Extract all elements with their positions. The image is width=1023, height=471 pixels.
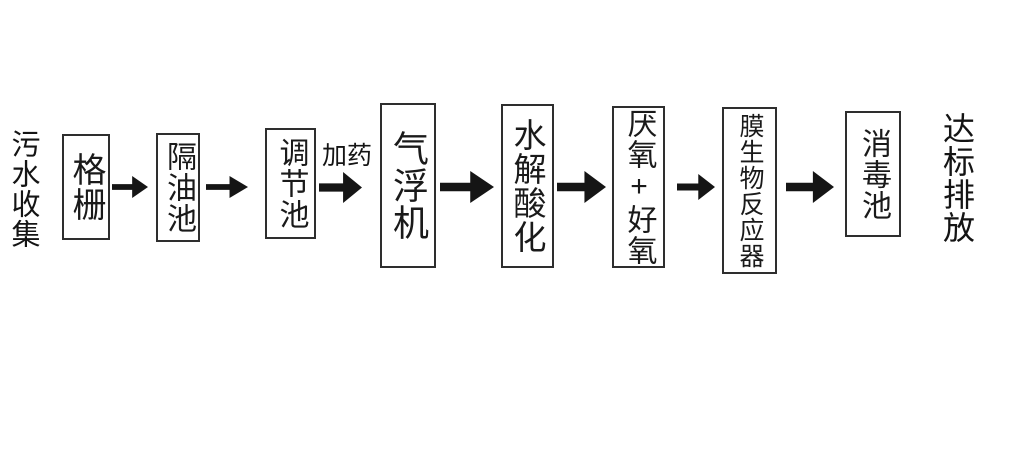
dosing-annotation-label: 加药 bbox=[322, 142, 373, 170]
arrow-right-icon bbox=[112, 176, 148, 198]
stage-label: 膜生物反应器 bbox=[736, 112, 764, 269]
stage-label: 气浮机 bbox=[388, 130, 429, 241]
air-flotation-machine-box: 气浮机 bbox=[380, 103, 436, 268]
anaerobic-aerobic-box: 厌氧+好氧 bbox=[612, 106, 665, 268]
stage-label: 隔油池 bbox=[162, 141, 195, 234]
screen-grid-box: 格栅 bbox=[62, 134, 110, 240]
stage-label: 水解酸化 bbox=[509, 118, 546, 254]
stage-label: 调节池 bbox=[274, 137, 308, 230]
membrane-bioreactor-box: 膜生物反应器 bbox=[722, 107, 777, 274]
arrow-right-icon bbox=[206, 176, 248, 198]
standard-discharge-label: 达标排放 bbox=[939, 112, 975, 244]
disinfection-tank-box: 消毒池 bbox=[845, 111, 901, 237]
stage-label: 格栅 bbox=[67, 152, 105, 222]
oil-separation-tank-box: 隔油池 bbox=[156, 133, 200, 242]
arrow-right-icon bbox=[557, 171, 606, 203]
stage-label: 厌氧+好氧 bbox=[622, 108, 656, 266]
wastewater-collection-label: 污水收集 bbox=[7, 129, 39, 249]
arrow-right-icon bbox=[440, 171, 494, 203]
arrow-right-icon bbox=[786, 171, 834, 203]
arrow-right-icon bbox=[677, 174, 715, 200]
stage-label: 消毒池 bbox=[857, 127, 890, 221]
regulating-tank-box: 调节池 bbox=[265, 128, 316, 239]
arrow-right-icon bbox=[319, 172, 362, 203]
hydrolysis-acidification-box: 水解酸化 bbox=[501, 104, 554, 268]
